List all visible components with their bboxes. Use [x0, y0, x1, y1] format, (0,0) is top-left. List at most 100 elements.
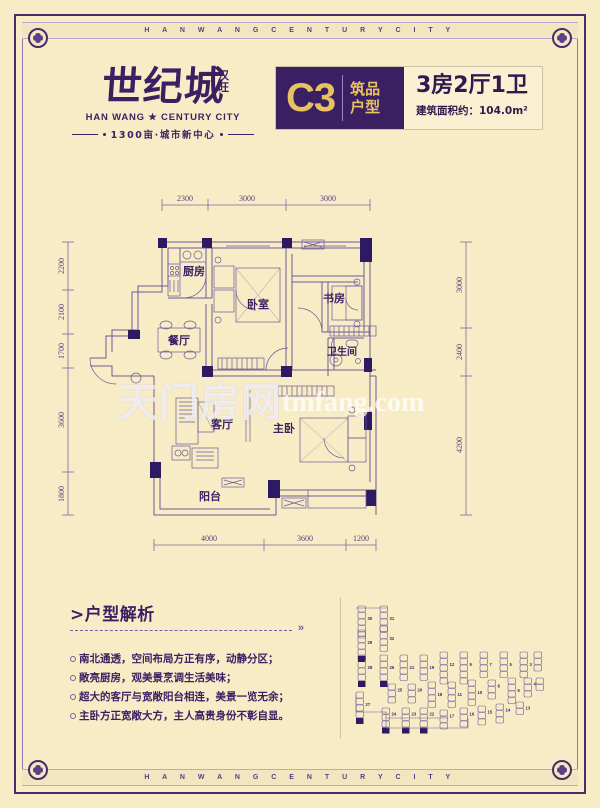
- site-building-block: [487, 679, 496, 687]
- site-building-block: [459, 714, 468, 721]
- site-building-block: [459, 671, 468, 678]
- site-building-block: [379, 612, 388, 619]
- site-building-block: [439, 671, 448, 678]
- analysis-item-text: 南北通透，空间布局方正有序，动静分区；: [79, 653, 279, 665]
- site-plan: 3031322928262119129753127252018111086422…: [348, 600, 544, 740]
- dimension-left: [62, 241, 74, 516]
- site-building-label: 4: [534, 682, 537, 687]
- balcony-windows: [221, 239, 367, 509]
- unit-type-label: 筑品 户型: [350, 80, 381, 116]
- site-highlight-marker: [358, 656, 366, 662]
- brand-logo-en: HAN WANG ★ CENTURY CITY: [85, 112, 241, 123]
- site-building-block: [533, 651, 542, 659]
- bullet-circle-icon: [70, 713, 76, 719]
- floor-plan-svg: 2300 3000 3000 4000 3600 1200: [57, 194, 472, 551]
- site-building-block: [355, 698, 364, 705]
- site-building-block: [407, 690, 416, 697]
- site-building-block: [459, 664, 468, 672]
- site-building-block: [519, 671, 528, 678]
- site-building-label: 29: [368, 640, 373, 645]
- site-building-block: [419, 707, 428, 715]
- badge-divider: [342, 75, 344, 121]
- site-building-block: [477, 718, 486, 726]
- brand-logo-cn: 世纪城: [99, 64, 227, 110]
- floor-area-text: 建筑面积约：104.0m²: [416, 105, 528, 117]
- analysis-list: 南北通透，空间布局方正有序，动静分区； 敞亮厨房，观美景烹调生活美味； 超大的客…: [70, 650, 340, 726]
- site-building-block: [399, 661, 408, 668]
- svg-text:2200: 2200: [57, 258, 66, 274]
- site-building-label: 16: [470, 712, 475, 717]
- site-building-label: 24: [392, 712, 397, 717]
- site-building-block: [467, 686, 476, 693]
- site-building-block: [387, 696, 396, 704]
- site-building-block: [535, 677, 544, 685]
- site-building-label: 9: [470, 662, 473, 667]
- site-building-label: 22: [430, 712, 435, 717]
- study-door-swing: [297, 307, 323, 333]
- footer-band-text: H A N W A N G C E N T U R Y C I T Y: [22, 769, 578, 786]
- site-building-label: 31: [390, 616, 395, 621]
- svg-text:4200: 4200: [455, 437, 464, 453]
- site-building-label: 21: [410, 665, 415, 670]
- site-building-block: [495, 703, 504, 711]
- site-building-block: [427, 681, 436, 689]
- site-building-label: 19: [430, 665, 435, 670]
- site-building-block: [419, 720, 428, 728]
- room-label-balcony: 阳台: [199, 489, 221, 503]
- living-furniture: [130, 372, 251, 469]
- site-building-block: [519, 664, 528, 672]
- site-building-block: [419, 674, 428, 681]
- site-building-block: [507, 684, 516, 691]
- site-building-block: [495, 716, 504, 724]
- site-building-block: [379, 645, 388, 652]
- site-building-block: [447, 701, 456, 708]
- site-building-block: [499, 664, 508, 672]
- svg-text:1200: 1200: [353, 534, 369, 543]
- room-config-title: 3房2厅1卫: [416, 73, 528, 98]
- site-building-block: [507, 697, 516, 704]
- site-building-block: [357, 667, 366, 675]
- site-building-block: [357, 605, 366, 613]
- site-building-block: [379, 625, 388, 633]
- site-building-block: [487, 692, 496, 700]
- site-building-block: [401, 707, 410, 715]
- room-label-dining: 餐厅: [167, 333, 190, 347]
- study-furniture: [331, 278, 363, 328]
- site-building-label: 23: [412, 712, 417, 717]
- site-building-block: [447, 694, 456, 702]
- svg-text:2400: 2400: [455, 344, 464, 360]
- site-building-block: [439, 677, 448, 685]
- site-highlight-marker: [420, 727, 428, 734]
- site-building-label: 13: [526, 706, 531, 711]
- bullet-circle-icon: [70, 694, 76, 700]
- site-building-label: 3: [530, 662, 533, 667]
- analysis-item: 超大的客厅与宽敞阳台相连，美景一览无余；: [70, 688, 340, 707]
- site-building-block: [479, 651, 488, 659]
- room-label-master-bedroom: 主卧: [273, 421, 295, 435]
- site-building-block: [357, 661, 366, 668]
- analysis-item-text: 敞亮厨房，观美景烹调生活美味；: [79, 672, 237, 684]
- site-roads: [355, 607, 469, 729]
- site-building-block: [479, 664, 488, 672]
- site-building-label: 7: [490, 662, 493, 667]
- site-building-block: [477, 705, 486, 713]
- site-building-label: 26: [390, 665, 395, 670]
- site-building-block: [379, 625, 388, 632]
- site-building-label: 17: [450, 714, 455, 719]
- site-building-block: [439, 722, 448, 730]
- site-building-block: [379, 618, 388, 626]
- site-building-block: [407, 696, 416, 704]
- site-building-block: [447, 681, 456, 689]
- bathroom-fixtures: [329, 337, 361, 367]
- analysis-title: >户型解析: [70, 605, 155, 625]
- dimension-right: [460, 241, 472, 516]
- svg-text:4000: 4000: [201, 534, 217, 543]
- svg-text:2300: 2300: [177, 194, 193, 203]
- site-building-block: [499, 651, 508, 659]
- svg-text:1800: 1800: [57, 486, 66, 502]
- kitchen-door-swing: [183, 275, 207, 299]
- site-building-label: 5: [510, 662, 513, 667]
- brand-logo-tagline: 1300亩·城市新中心: [110, 130, 216, 141]
- svg-text:3000: 3000: [320, 194, 336, 203]
- site-building-block: [357, 612, 366, 619]
